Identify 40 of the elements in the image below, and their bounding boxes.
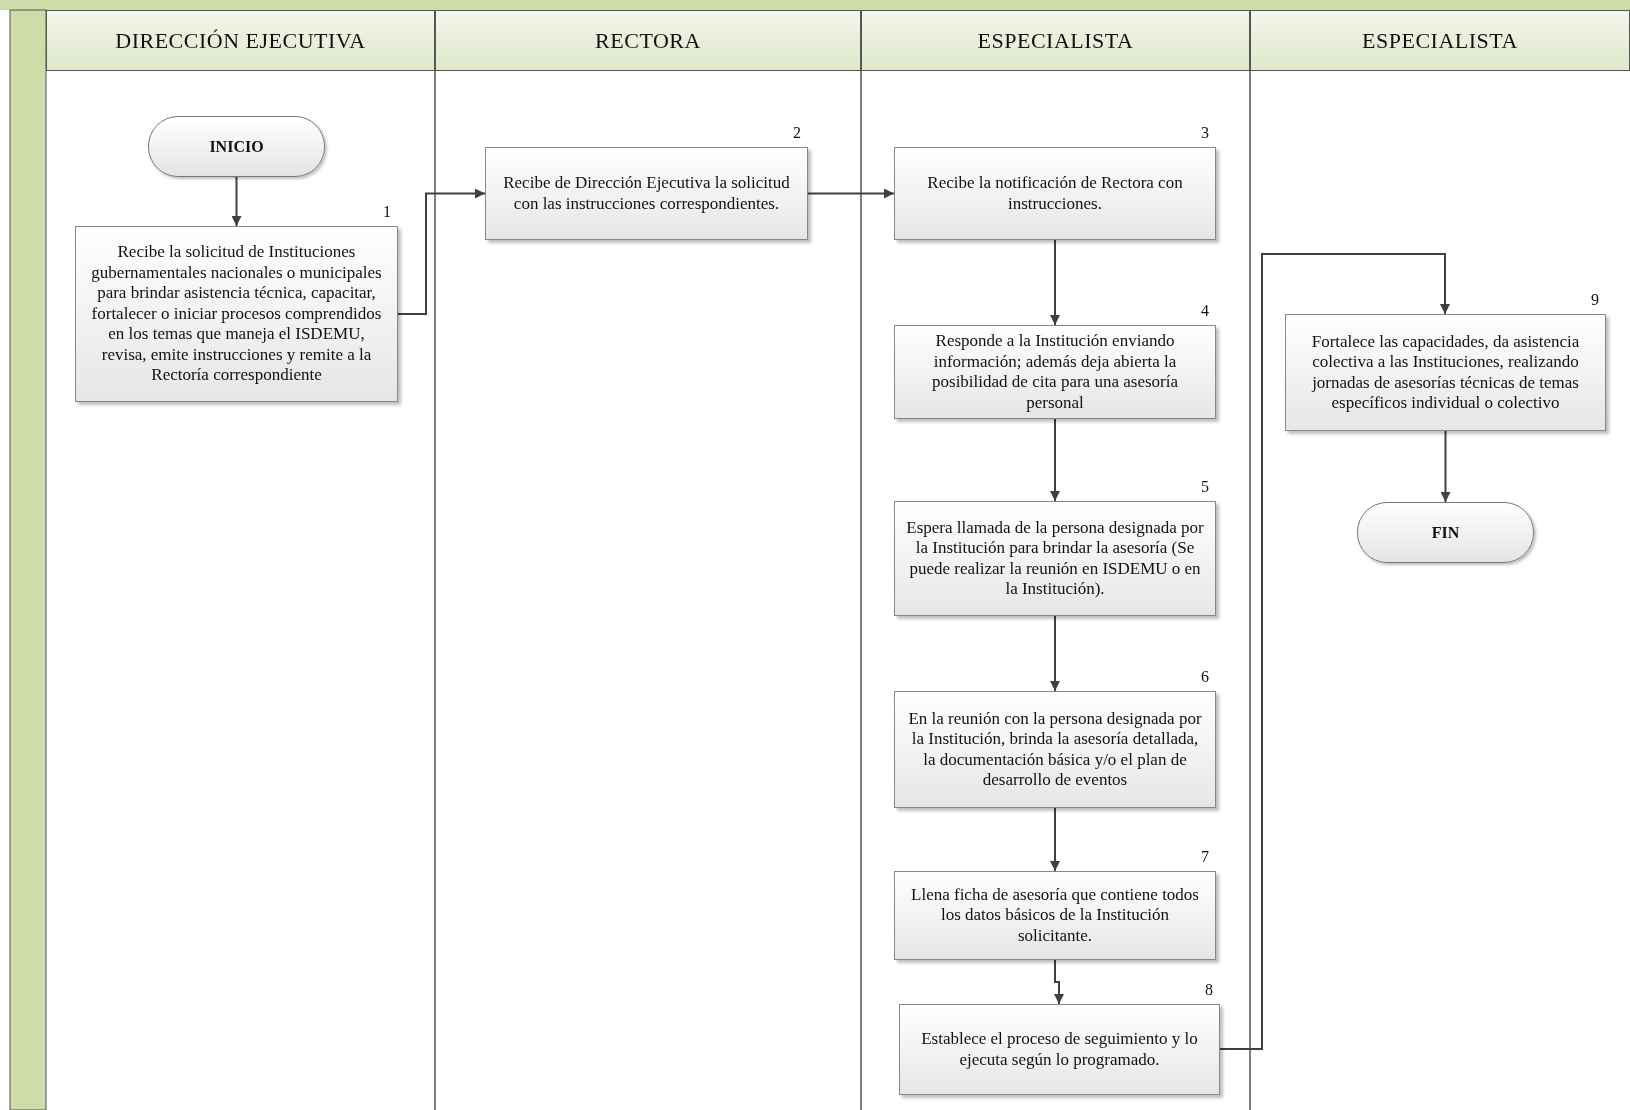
lane-header: [435, 10, 861, 71]
step-text: Recibe la solicitud de Instituciones gubernamentales nacionales o municipales para brindar asistencia técnica, capacitar, fortalecer o iniciar procesos comprendidos en los temas que maneja el ISDEMU, revisa, emite instrucciones y remite a la Rectoría correspondiente: [90, 242, 383, 386]
step-number: 7: [1201, 848, 1209, 866]
step-number: 8: [1205, 981, 1213, 999]
step-text: Establece el proceso de seguimiento y lo ejecuta según lo programado.: [920, 1029, 1199, 1070]
arrow: [1054, 959, 1064, 1005]
lane-title: DIRECCIÓN EJECUTIVA: [115, 27, 366, 54]
step-text: Llena ficha de asesoría que contiene todos los datos básicos de la Institución solicitante.: [910, 884, 1200, 947]
lane-header: [1250, 10, 1630, 71]
step-text: Recibe la notificación de Rectora con instrucciones.: [926, 173, 1184, 214]
step-text: Espera llamada de la persona designada por la Institución para brindar la asesoría (Se puede realizar la reunión en ISDEMU o en la Institución).: [905, 517, 1205, 600]
step-number: 6: [1201, 668, 1209, 686]
step-number: 4: [1201, 302, 1209, 320]
arrow: [231, 176, 242, 227]
arrow: [1219, 253, 1450, 1050]
step-number: 5: [1201, 478, 1209, 496]
terminator-box: [148, 116, 325, 177]
step-number: 1: [383, 203, 391, 221]
step-text: En la reunión con la persona designada por la Institución, brinda la asesoría detallada, la documentación básica y/o el plan de desarrollo de eventos: [907, 708, 1203, 791]
step-text: Fortalece las capacidades, da asistencia colectiva a las Instituciones, realizando jornadas de asesorías técnicas de temas específicos individual o colectivo: [1310, 331, 1581, 414]
lane-title: ESPECIALISTA: [977, 27, 1134, 54]
terminator-box: [1357, 502, 1534, 563]
step-number: 3: [1201, 124, 1209, 142]
arrow: [1050, 418, 1060, 502]
lane-header: [861, 10, 1250, 71]
step-number: 2: [793, 124, 801, 142]
lane-title: RECTORA: [595, 27, 701, 54]
step-number: 9: [1591, 291, 1599, 309]
arrow: [1440, 430, 1451, 503]
arrow: [397, 188, 486, 315]
step-text: Recibe de Dirección Ejecutiva la solicitud con las instrucciones correspondientes.: [502, 173, 791, 214]
lane-header: [46, 10, 435, 71]
lane-title: ESPECIALISTA: [1362, 27, 1518, 54]
step-text: FIN: [1431, 523, 1460, 542]
arrow: [1050, 239, 1060, 326]
arrow: [1050, 615, 1060, 692]
step-text: Responde a la Institución enviando información; además deja abierta la posibilidad de cita para una asesoría personal: [931, 331, 1179, 413]
arrow: [1050, 807, 1060, 872]
arrow: [807, 188, 895, 199]
step-text: INICIO: [209, 137, 264, 156]
